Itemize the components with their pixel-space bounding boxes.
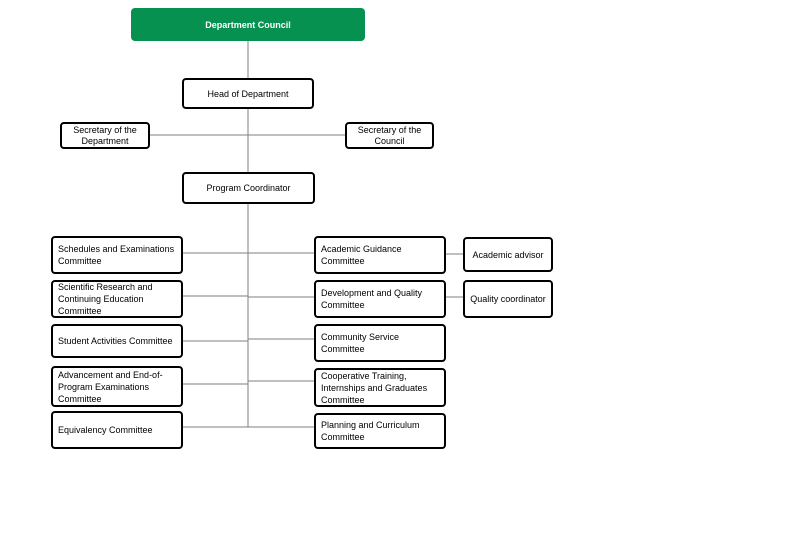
right-committee-3-label: Community Service Committee — [321, 332, 400, 354]
secretary-department-label: Secretary of the Department — [73, 124, 137, 146]
department-council-box: Department Council — [131, 8, 365, 41]
left-committee-4: Advancement and End-of- Program Examinat… — [51, 366, 183, 407]
secretary-council-box: Secretary of the Council — [345, 122, 434, 149]
academic-advisor-box: Academic advisor — [463, 237, 553, 272]
left-committee-3: Student Activities Committee — [51, 324, 183, 358]
program-coordinator-label: Program Coordinator — [206, 183, 291, 193]
right-committee-1: Academic Guidance Committee — [314, 236, 446, 274]
quality-coordinator-box: Quality coordinator — [463, 280, 553, 318]
right-committee-5-label: Planning and Curriculum Committee — [321, 420, 420, 442]
right-committee-2-label: Development and Quality Committee — [321, 288, 423, 310]
secretary-department-box: Secretary of the Department — [60, 122, 150, 149]
left-committee-2: Scientific Research and Continuing Educa… — [51, 280, 183, 318]
department-council-label: Department Council — [205, 19, 291, 30]
secretary-council-label: Secretary of the Council — [357, 124, 422, 146]
left-committee-2-label: Scientific Research and Continuing Educa… — [58, 282, 153, 316]
right-committee-4: Cooperative Training, Internships and Gr… — [314, 368, 446, 407]
left-committee-5-label: Equivalency Committee — [58, 425, 153, 435]
program-coordinator-box: Program Coordinator — [182, 172, 315, 204]
academic-advisor-label: Academic advisor — [472, 249, 544, 260]
left-committee-5: Equivalency Committee — [51, 411, 183, 449]
left-committee-1: Schedules and Examinations Committee — [51, 236, 183, 274]
quality-coordinator-label: Quality coordinator — [470, 294, 546, 304]
left-committee-3-label: Student Activities Committee — [58, 336, 173, 346]
head-of-department-label: Head of Department — [207, 88, 289, 99]
right-committee-4-label: Cooperative Training, Internships and Gr… — [321, 370, 428, 405]
right-committee-1-label: Academic Guidance Committee — [321, 244, 402, 266]
head-of-department-box: Head of Department — [182, 78, 314, 109]
right-committee-3: Community Service Committee — [314, 324, 446, 362]
right-committee-2: Development and Quality Committee — [314, 280, 446, 318]
right-committee-5: Planning and Curriculum Committee — [314, 413, 446, 449]
left-committee-4-label: Advancement and End-of- Program Examinat… — [58, 369, 163, 404]
left-committee-1-label: Schedules and Examinations Committee — [58, 244, 175, 266]
